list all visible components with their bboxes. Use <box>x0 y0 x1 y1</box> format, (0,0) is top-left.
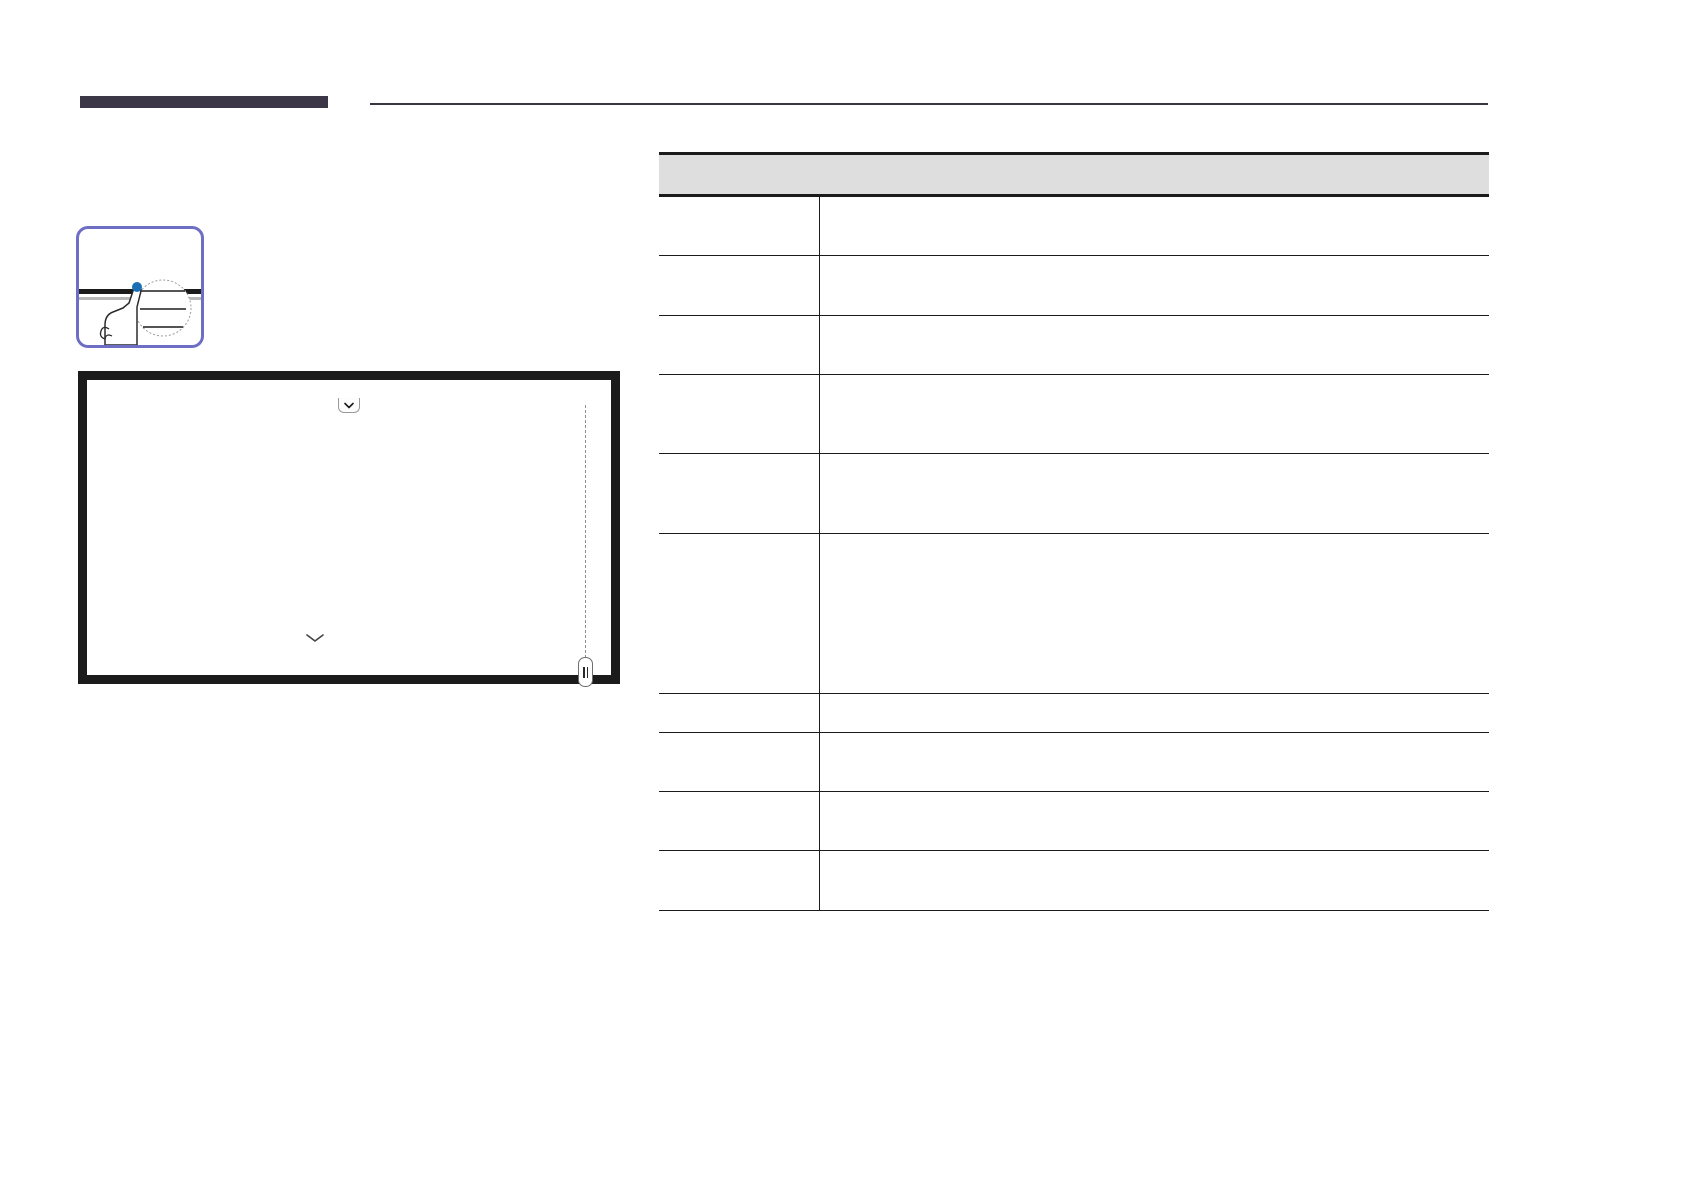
table-cell-line <box>834 643 1476 663</box>
table-row <box>659 791 1489 852</box>
table-cell-value <box>819 453 1489 534</box>
table-cell-line <box>834 265 1476 285</box>
table-cell-line <box>834 325 1476 345</box>
table-header-cell-1 <box>659 152 820 197</box>
table-cell-line <box>834 762 1476 782</box>
pen-callout-leader-line <box>585 405 586 663</box>
table-cell-line <box>834 345 1476 365</box>
table-row <box>659 315 1489 375</box>
table-cell-line <box>834 881 1476 901</box>
table-row <box>659 533 1489 694</box>
table-cell-label <box>659 693 820 733</box>
table-cell-line <box>834 821 1476 841</box>
table-row <box>659 374 1489 455</box>
display-bezel <box>78 371 620 687</box>
pen-holder-icon <box>578 657 593 687</box>
table-cell-label <box>659 791 820 852</box>
table-cell-value <box>819 374 1489 455</box>
table-cell-value <box>819 850 1489 911</box>
table-cell-label <box>659 315 820 375</box>
table-cell-value <box>819 732 1489 793</box>
table-row <box>659 453 1489 534</box>
table-cell-line <box>834 424 1476 444</box>
table-cell-value <box>819 693 1489 733</box>
table-cell-line <box>834 664 1476 684</box>
table-cell-line <box>834 504 1476 524</box>
table-row <box>659 693 1489 733</box>
table-cell-line <box>834 384 1476 404</box>
table-cell-line <box>834 742 1476 762</box>
table-header-row <box>659 152 1489 197</box>
touch-gesture-icon <box>76 226 204 348</box>
table-header-cell-2 <box>819 152 1489 197</box>
table-cell-line <box>834 285 1476 305</box>
table-cell-line <box>834 583 1476 603</box>
table-cell-value <box>819 315 1489 375</box>
header-accent-bar <box>80 96 328 108</box>
table-cell-value <box>819 255 1489 316</box>
table-cell-line <box>834 206 1476 226</box>
table-cell-value <box>819 533 1489 694</box>
table-cell-line <box>834 603 1476 623</box>
display-screen <box>96 389 602 687</box>
table-row <box>659 195 1489 257</box>
specification-table <box>659 152 1489 911</box>
table-cell-line <box>834 463 1476 483</box>
table-row <box>659 732 1489 793</box>
table-cell-value <box>819 195 1489 257</box>
table-cell-line <box>834 623 1476 643</box>
table-row <box>659 255 1489 316</box>
top-tab-chevron-down-icon[interactable] <box>338 398 360 413</box>
table-cell-line <box>834 483 1476 503</box>
pen-tick-left <box>583 666 585 678</box>
table-cell-label <box>659 453 820 534</box>
table-cell-label <box>659 255 820 316</box>
table-cell-line <box>834 703 1476 723</box>
table-cell-label <box>659 374 820 455</box>
table-cell-line <box>834 563 1476 583</box>
table-cell-label <box>659 533 820 694</box>
table-cell-line <box>834 226 1476 246</box>
table-row <box>659 850 1489 911</box>
table-cell-line <box>834 404 1476 424</box>
table-cell-line <box>834 543 1476 563</box>
header-rule <box>370 103 1488 105</box>
table-cell-label <box>659 732 820 793</box>
table-cell-label <box>659 850 820 911</box>
bottom-chevron-down-icon[interactable] <box>304 632 326 644</box>
display-diagram <box>78 371 620 687</box>
table-cell-value <box>819 791 1489 852</box>
table-cell-line <box>834 801 1476 821</box>
table-cell-line <box>834 860 1476 880</box>
pen-tick-right <box>586 666 588 678</box>
table-cell-label <box>659 195 820 257</box>
